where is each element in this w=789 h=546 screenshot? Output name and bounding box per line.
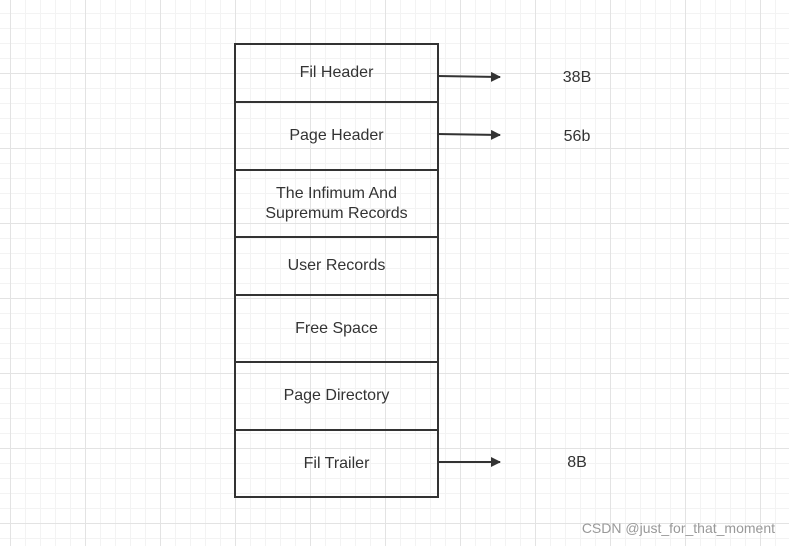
segment-label: Page Directory — [283, 387, 390, 404]
segment-label: Fil Trailer — [303, 454, 370, 472]
segment-free-space: Free Space — [236, 296, 437, 363]
arrow-page-header — [436, 129, 501, 140]
segment-label: The Infimum And Supremum Records — [265, 184, 408, 222]
segment-label: Page Header — [289, 127, 384, 144]
segment-label: Fil Header — [299, 64, 374, 81]
segment-label: Free Space — [295, 319, 378, 337]
arrow-fil-header — [436, 71, 501, 82]
segment-page-header: Page Header — [236, 103, 437, 171]
size-label-page-header: 56b — [563, 128, 591, 145]
segment-fil-trailer: Fil Trailer — [236, 431, 437, 496]
innodb-page-structure: Fil Header Page Header The Infimum And S… — [234, 43, 439, 498]
segment-page-directory: Page Directory — [236, 363, 437, 431]
segment-user-records: User Records — [236, 238, 437, 296]
segment-infimum-supremum-records: The Infimum And Supremum Records — [236, 171, 437, 238]
segment-fil-header: Fil Header — [236, 45, 437, 103]
segment-label: User Records — [287, 257, 386, 274]
size-label-fil-header: 38B — [562, 69, 592, 86]
watermark: CSDN @just_for_that_moment — [581, 520, 775, 536]
size-label-fil-trailer: 8B — [567, 454, 587, 471]
